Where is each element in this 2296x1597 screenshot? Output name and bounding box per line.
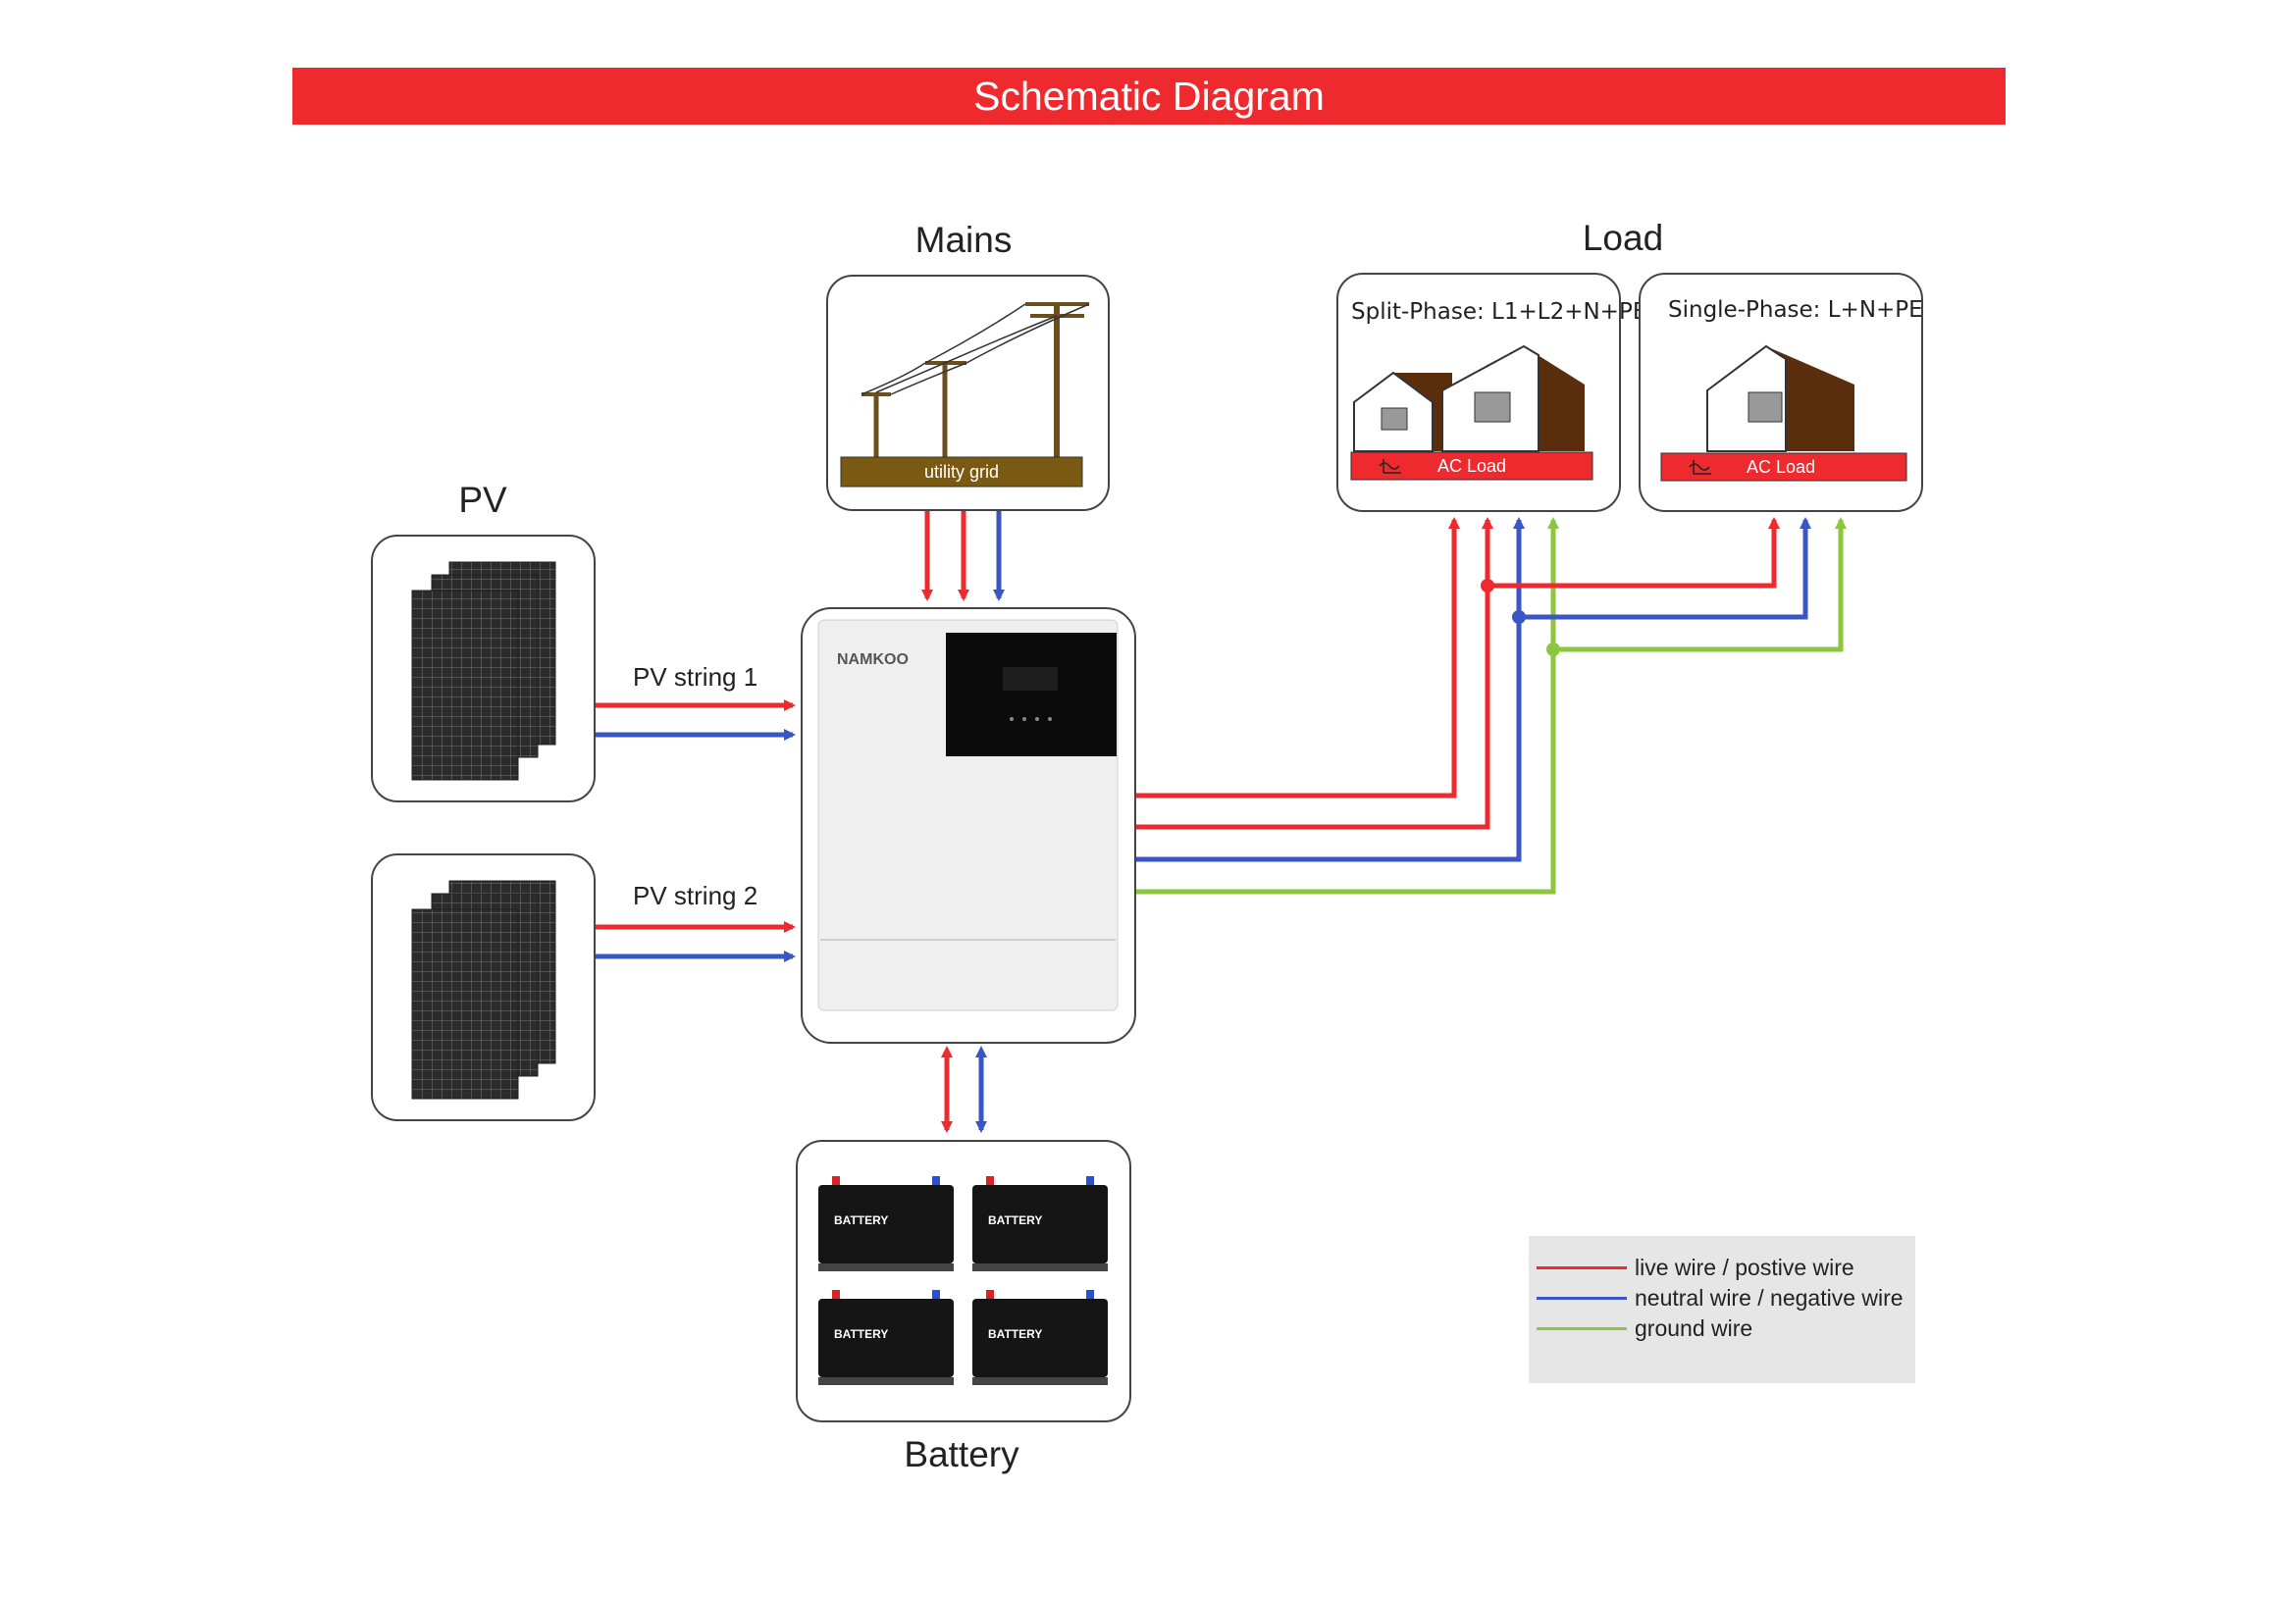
wire-legend: live wire / postive wire neutral wire / … [1529, 1236, 1915, 1383]
legend-line-neutral [1537, 1296, 1627, 1300]
battery-text: BATTERY [834, 1213, 888, 1227]
ac-symbol-icon [1689, 460, 1711, 475]
diagram-title-banner: Schematic Diagram [292, 68, 2006, 125]
split-phase-ac-load-label: AC Load [1437, 456, 1506, 476]
battery-text: BATTERY [988, 1213, 1042, 1227]
legend-label-live: live wire / postive wire [1635, 1254, 1854, 1280]
legend-label-neutral: neutral wire / negative wire [1635, 1284, 1904, 1311]
pv-panel-box-1 [371, 535, 596, 802]
battery-icon: BATTERY [972, 1290, 1108, 1385]
load-label: Load [1583, 218, 1663, 258]
pv-string-2-label: PV string 2 [633, 881, 757, 910]
junction-dot [1546, 643, 1560, 656]
single-phase-load-box: Single-Phase: L+N+PE AC Load [1639, 273, 1923, 512]
mains-wires [921, 511, 1005, 601]
load-wires [1136, 517, 1847, 895]
legend-item-live: live wire / postive wire [1537, 1253, 1854, 1282]
split-phase-title: Split-Phase: L1+L2+N+PE [1351, 299, 1646, 325]
house-icon [1353, 344, 1585, 452]
battery-icon: BATTERY [818, 1176, 954, 1271]
inverter-display-panel [946, 633, 1117, 756]
pv-panel-box-2 [371, 853, 596, 1121]
solar-panel-icon [411, 880, 556, 1100]
battery-text: BATTERY [834, 1327, 888, 1341]
single-phase-title: Single-Phase: L+N+PE [1668, 297, 1923, 323]
inverter-box: NAMKOO [801, 607, 1136, 1044]
battery-box: BATTERY BATTERY BATTERY BATTERY [796, 1140, 1131, 1422]
battery-icon: BATTERY [818, 1290, 954, 1385]
legend-label-ground: ground wire [1635, 1314, 1753, 1341]
inverter-brand-logo: NAMKOO [837, 651, 909, 668]
battery-text: BATTERY [988, 1327, 1042, 1341]
legend-line-live [1537, 1265, 1627, 1269]
junction-dot [1481, 579, 1494, 592]
single-phase-ac-load-label: AC Load [1747, 457, 1815, 477]
pv-label: PV [458, 480, 507, 520]
battery-icon: BATTERY [972, 1176, 1108, 1271]
mains-label: Mains [915, 220, 1013, 260]
battery-wires [941, 1046, 987, 1133]
utility-pole-icon [861, 302, 1090, 461]
utility-grid-label: utility grid [924, 462, 999, 482]
solar-panel-icon [411, 561, 556, 781]
mains-box: utility grid [826, 275, 1110, 511]
ac-symbol-icon [1379, 459, 1401, 474]
junction-dot [1512, 610, 1526, 624]
house-icon [1706, 344, 1854, 452]
split-phase-load-box: Split-Phase: L1+L2+N+PE AC Load [1336, 273, 1646, 512]
pv-wires [596, 699, 796, 962]
legend-item-neutral: neutral wire / negative wire [1537, 1283, 1904, 1313]
battery-label: Battery [904, 1434, 1019, 1474]
legend-line-ground [1537, 1326, 1627, 1330]
pv-string-1-label: PV string 1 [633, 662, 757, 692]
legend-item-ground: ground wire [1537, 1314, 1752, 1343]
